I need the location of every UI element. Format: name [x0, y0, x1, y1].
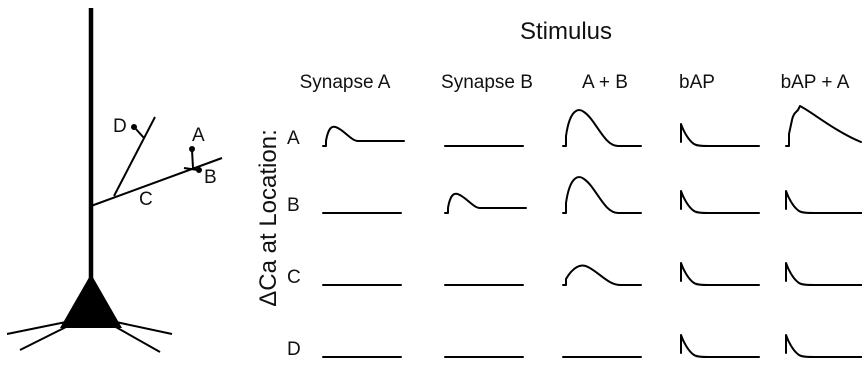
trace-a-3 [562, 109, 642, 147]
neuron-label-a: A [192, 125, 205, 146]
trace-c-5 [785, 262, 862, 286]
basal-dendrite-right-1 [115, 321, 173, 335]
stimulus-column-headers: Synapse A Synapse B A + B bAP bAP + A [300, 72, 850, 93]
spine-a [191, 149, 194, 169]
column-header: Synapse A [300, 72, 391, 93]
basal-dendrite-left-2 [19, 325, 69, 351]
trace-a-4 [680, 123, 760, 147]
trace-a-1 [322, 125, 405, 147]
branch-dendrite [113, 116, 156, 197]
basal-dendrite-left-1 [6, 321, 67, 335]
neuron-label-d: D [113, 116, 127, 137]
neuron-label-c: C [139, 189, 153, 210]
synapse-a-marker [189, 146, 195, 152]
neuron-label-b: B [204, 167, 217, 188]
column-header: Synapse B [441, 72, 533, 93]
column-header: A + B [582, 72, 628, 93]
spine-d [134, 127, 145, 139]
location-row-labels: A B C D [287, 128, 301, 360]
column-header: bAP + A [781, 72, 850, 93]
trace-d-4 [680, 334, 760, 358]
neuron-diagram: A B C D [6, 8, 223, 353]
row-label: A [287, 128, 300, 149]
trace-b-4 [680, 190, 760, 214]
synapse-d-marker [131, 124, 137, 130]
trace-d-5 [785, 334, 862, 358]
column-header: bAP [679, 72, 715, 93]
y-axis-label: ΔCa at Location: [255, 129, 282, 306]
trace-a-5 [785, 105, 862, 147]
row-label: B [287, 195, 300, 216]
cell-body [60, 274, 122, 328]
trace-c-3 [562, 264, 642, 286]
calcium-traces [322, 105, 862, 358]
row-label: D [287, 339, 301, 360]
row-label: C [287, 267, 301, 288]
basal-dendrite-right-2 [113, 325, 161, 353]
synapse-b-marker [196, 167, 202, 173]
trace-c-4 [680, 262, 760, 286]
trace-b-2 [444, 192, 527, 214]
spine-b [183, 167, 199, 171]
trace-b-5 [785, 190, 862, 214]
stimulus-heading: Stimulus [520, 18, 612, 45]
trace-b-3 [562, 176, 642, 214]
oblique-dendrite [90, 157, 223, 207]
